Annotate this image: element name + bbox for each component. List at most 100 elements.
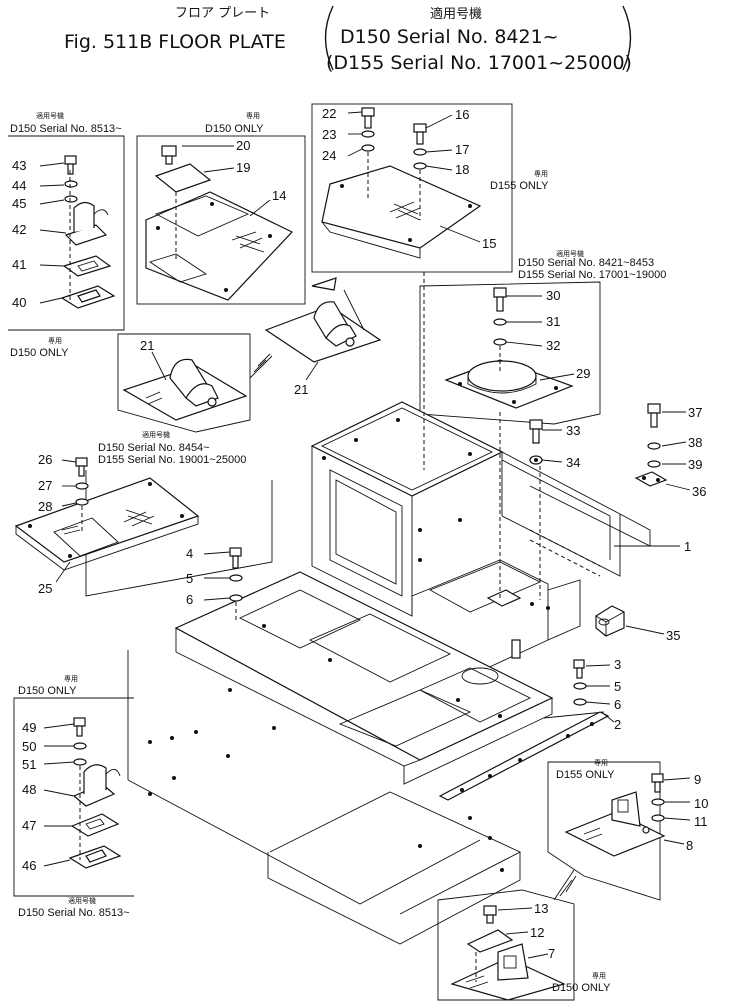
part-49: 49	[22, 720, 36, 735]
arrow-indicator	[249, 353, 273, 379]
part-36: 36	[692, 484, 706, 499]
part-43: 43	[12, 158, 26, 173]
part-48: 48	[22, 782, 36, 797]
bolt-head	[64, 155, 77, 165]
frame-window	[329, 469, 403, 597]
note-only: D150 ONLY	[205, 123, 264, 135]
inset-bottom-right: 専用 D155 ONLY 9 10 11 8	[547, 758, 708, 901]
bolt-head	[229, 547, 242, 557]
note-exclusive: 専用	[48, 336, 62, 345]
inset-frame	[437, 889, 575, 1001]
plate-step	[53, 517, 119, 557]
note-exclusive: 専用	[246, 111, 260, 120]
part-10: 10	[694, 796, 708, 811]
part-24: 24	[322, 148, 336, 163]
bolt-head	[73, 717, 86, 727]
part-38: 38	[688, 435, 702, 450]
small-cover	[154, 163, 212, 193]
floor-opening	[418, 667, 532, 723]
part-44: 44	[12, 178, 26, 193]
note-applicable: 適用号機	[142, 430, 170, 439]
bolt-head	[75, 457, 88, 467]
note-serial: D150 Serial No. 8513~	[18, 907, 130, 919]
inset-frame	[311, 103, 513, 273]
part-32: 32	[546, 338, 560, 353]
round-cover	[467, 360, 537, 392]
note-exclusive: 専用	[64, 674, 78, 683]
seal-plate	[62, 255, 112, 277]
panel-step	[148, 253, 208, 283]
part-34: 34	[566, 455, 580, 470]
part-27: 27	[38, 478, 52, 493]
figure-title: Fig. 511B FLOOR PLATE	[64, 31, 286, 53]
note-serial-1: D150 Serial No. 8454~	[98, 442, 210, 454]
part-45: 45	[12, 196, 26, 211]
part-7: 7	[548, 946, 555, 961]
inset-frame	[8, 135, 125, 331]
rubber-block	[595, 605, 625, 637]
part-4: 4	[186, 546, 193, 561]
part-25: 25	[38, 581, 52, 596]
note-exclusive: 専用	[592, 971, 606, 980]
part-6: 6	[614, 697, 621, 712]
inset-top-middle: 専用 D150 ONLY 20 19 14	[136, 111, 306, 305]
inset-frame	[547, 761, 661, 901]
part-51: 51	[22, 757, 36, 772]
note-applicable: 適用号機	[36, 111, 64, 120]
part-2: 2	[614, 717, 621, 732]
knob	[483, 905, 497, 916]
bracket-upright	[611, 791, 641, 827]
plate-36	[634, 471, 668, 487]
inset-frame	[136, 135, 306, 305]
inset-bottom-left: 専用 D150 ONLY 適用号機 D150 Serial No. 8513~ …	[13, 674, 134, 919]
part-40: 40	[12, 295, 26, 310]
bolt-head	[493, 287, 507, 298]
wire	[93, 209, 109, 216]
part-15: 15	[482, 236, 496, 251]
seal-hole	[77, 260, 99, 272]
cross-bar	[438, 711, 610, 801]
part-35: 35	[666, 628, 680, 643]
bolt-head	[647, 403, 661, 414]
arrow-mark	[311, 277, 337, 291]
bolt-head	[413, 123, 427, 133]
note-only: D150 ONLY	[10, 347, 69, 359]
part-46: 46	[22, 858, 36, 873]
part-1: 1	[684, 539, 691, 554]
part-28: 28	[38, 499, 52, 514]
part-26: 26	[38, 452, 52, 467]
fastener-set-33: 33 34	[529, 419, 580, 470]
part-14: 14	[272, 188, 286, 203]
serial-line-1: D150 Serial No. 8421~	[340, 26, 559, 48]
grommet-body	[83, 764, 107, 794]
left-paren	[324, 5, 334, 71]
inset-top-left: 適用号機 D150 Serial No. 8513~ 専用 D150 ONLY …	[8, 111, 125, 359]
part-21: 21	[294, 382, 308, 397]
note-only: D150 ONLY	[18, 685, 77, 697]
part-31: 31	[546, 314, 560, 329]
part-21-group: 21 21	[117, 277, 382, 433]
note-serial-2: D155 Serial No. 19001~25000	[98, 454, 246, 466]
bracket-plate	[564, 811, 666, 857]
bolt-head	[573, 659, 585, 669]
note-applicable: 適用号機	[68, 896, 96, 905]
mesh-mark	[389, 201, 421, 221]
part-16: 16	[455, 107, 469, 122]
right-paren	[622, 5, 632, 71]
part-5: 5	[186, 571, 193, 586]
part-21-inset: 21	[140, 338, 154, 353]
part-6: 6	[186, 592, 193, 607]
inset-right: 適用号機 D150 Serial No. 8421~8453 D155 Seri…	[419, 249, 666, 425]
frame-front-left	[311, 446, 413, 617]
part-22: 22	[322, 106, 336, 121]
serial-line-2: (D155 Serial No. 17001~25000)	[326, 52, 632, 74]
floor-plate-panel	[145, 191, 293, 301]
applicable-label: 適用号機	[430, 6, 482, 22]
note-serial-1: D150 Serial No. 8421~8453	[518, 257, 654, 269]
washer	[64, 180, 78, 188]
inset-top-right: 専用 D155 ONLY 22 23 24 16 17 18 15	[311, 103, 549, 273]
mesh-mark	[123, 509, 155, 527]
part-17: 17	[455, 142, 469, 157]
note-only: D155 ONLY	[490, 180, 549, 192]
